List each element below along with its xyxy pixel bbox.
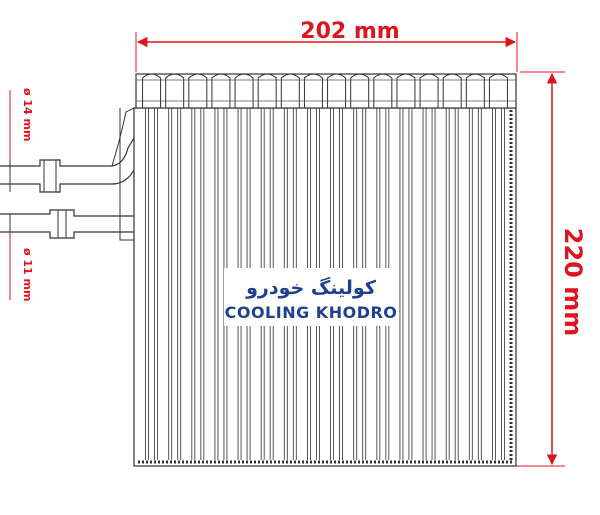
- evaporator-tube: [445, 108, 459, 460]
- pipe-assembly: [0, 107, 135, 241]
- evaporator-core: [133, 73, 517, 467]
- evaporator-tube: [491, 108, 505, 460]
- header-tube-cap: [280, 73, 300, 108]
- evaporator-tube: [468, 108, 482, 460]
- brand-name-persian: کولینگ خودرو: [245, 276, 377, 299]
- inlet-pipe-label: ø 11 mm: [21, 248, 34, 301]
- evaporator-tube: [214, 108, 228, 460]
- header-tube-cap: [211, 73, 231, 108]
- height-dimension: 220 mm: [510, 71, 587, 467]
- header-tube-cap: [188, 73, 208, 108]
- header-tube-cap: [488, 73, 508, 108]
- outlet-pipe-dimension: ø 14 mm: [9, 88, 34, 160]
- evaporator-tube: [191, 108, 205, 460]
- header-tube-cap: [142, 73, 162, 108]
- evaporator-tube: [145, 108, 159, 460]
- header-tube-cap: [327, 73, 347, 108]
- evaporator-tube: [422, 108, 436, 460]
- header-tube-cap: [350, 73, 370, 108]
- outlet-pipe-label: ø 14 mm: [21, 88, 34, 141]
- brand-logo: کولینگ خودرو COOLING KHODRO: [224, 268, 398, 326]
- header-tube-cap: [303, 73, 323, 108]
- header-tube-cap: [373, 73, 393, 108]
- header-tube-cap: [257, 73, 277, 108]
- header-tube-cap: [465, 73, 485, 108]
- height-label: 220 mm: [559, 228, 587, 336]
- width-dimension: 202 mm: [135, 19, 518, 72]
- width-label: 202 mm: [300, 19, 399, 44]
- header-tube-cap: [396, 73, 416, 108]
- header-tube-cap: [419, 73, 439, 108]
- header-tube-cap: [234, 73, 254, 108]
- inlet-pipe-dimension: ø 11 mm: [9, 232, 34, 301]
- header-tube-caps: [142, 73, 508, 108]
- evaporator-tube: [168, 108, 182, 460]
- evaporator-tube: [399, 108, 413, 460]
- header-tube-cap: [165, 73, 185, 108]
- brand-name-english: COOLING KHODRO: [225, 303, 398, 322]
- header-tube-cap: [442, 73, 462, 108]
